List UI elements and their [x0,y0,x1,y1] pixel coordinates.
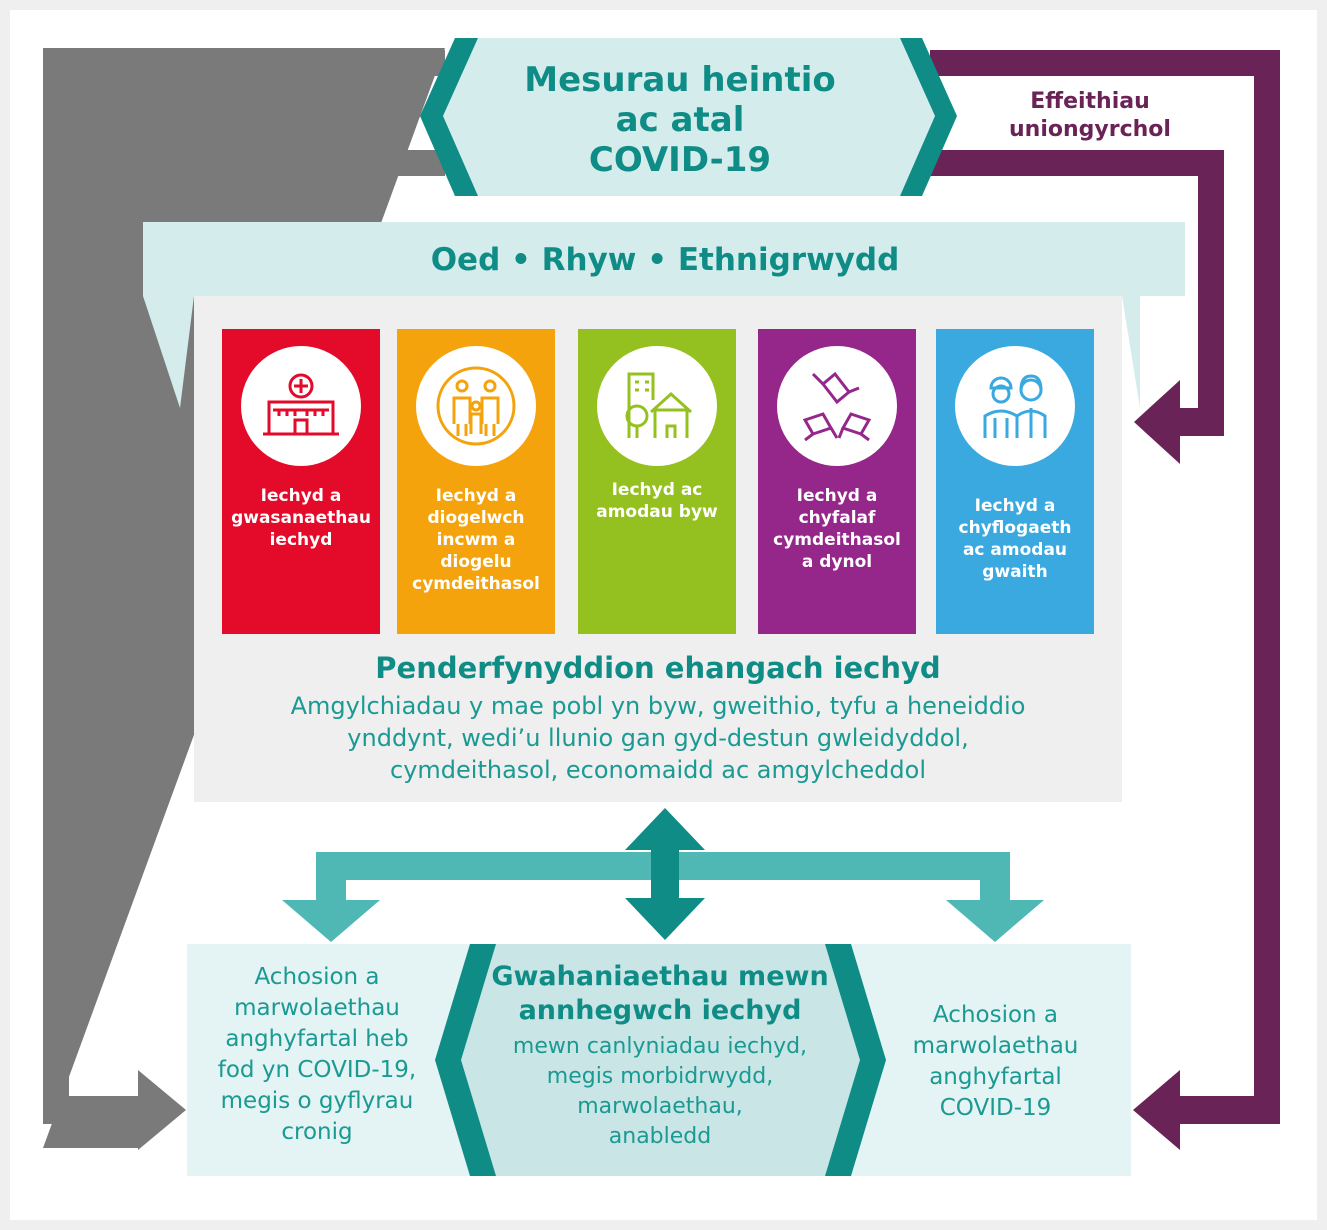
workers-icon [955,346,1075,466]
top-title-line: ac atal [615,100,745,140]
outcome-line: marwolaethau [912,1033,1079,1059]
top-box [435,38,935,196]
demographics-label: Oed • Rhyw • Ethnigrwydd [430,242,900,278]
outcome-line: marwolaethau [234,995,400,1021]
two-way-arrow [625,808,705,940]
bottom-right-bracket [825,944,886,1176]
outcome-line: Achosion a [932,1002,1059,1028]
card-label-line: chyflogaeth [958,518,1072,538]
indirect-effects-label: Effeithiau anuniongyrchol [120,88,380,144]
card-label-line: chyfalaf [798,508,876,528]
direct-effects-label: Effeithiau uniongyrchol [960,88,1220,144]
bottom-left-bracket [435,944,496,1176]
outcome-line: Achosion a [254,964,380,990]
title-line: annhegwch iechyd [518,995,802,1026]
card-label-line: incwm a [436,530,516,550]
direct-label-line: uniongyrchol [1009,117,1171,142]
card-label-line: a dynol [801,552,873,572]
wider-determinants-title: Penderfynyddion ehangach iechyd [375,651,941,685]
joined-hands-icon [777,346,897,466]
distribution-left-arrow [282,852,655,942]
card-living-conditions: Iechyd ac amodau byw [578,329,736,634]
direct-label-line: Effeithiau [1030,89,1150,114]
card-employment: Iechyd a chyflogaeth ac amodau gwaith [936,329,1094,634]
indirect-label-line: anuniongyrchol [153,117,347,142]
card-label-line: amodau byw [596,502,718,522]
card-label-line: gwaith [982,562,1048,582]
card-label-line: diogelu [440,552,512,572]
card-label-line: ac amodau [962,540,1068,560]
distribution-right-arrow [675,852,1044,942]
card-income-security: Iechyd a diogelwch incwm a diogelu cymde… [397,329,555,634]
direct-inner-path [930,150,1224,464]
card-label-line: cymdeithasol [412,574,540,594]
top-title-line: Mesurau heintio [524,60,836,100]
desc-line: megis morbidrwydd, [546,1064,774,1089]
description-line: ynddynt, wedi’u llunio gan gyd-destun gw… [347,724,969,752]
title-line: Gwahaniaethau mewn [491,961,829,992]
card-label-line: Iechyd a [974,496,1056,516]
hospital-icon [241,346,361,466]
card-label-line: iechyd [269,530,333,550]
bottom-center-box [455,944,865,1176]
description-line: cymdeithasol, economaidd ac amgylcheddol [390,756,926,784]
indirect-inner-path [97,150,445,464]
demographics-band [143,222,1185,408]
outcome-line: anghyfartal heb [225,1026,409,1052]
outcome-line: megis o gyflyrau [220,1088,414,1114]
indirect-label-line: Effeithiau [190,89,310,114]
card-label-line: Iechyd a [260,486,342,506]
top-box-left-bracket [420,38,478,196]
outcome-line: fod yn COVID-19, [217,1057,417,1083]
housing-icon [597,346,717,466]
outcome-line: anghyfartal [929,1064,1062,1090]
top-title-line: COVID-19 [588,140,772,180]
health-inequalities-title: Gwahaniaethau mewn annhegwch iechyd [470,960,850,1028]
family-icon [416,346,536,466]
card-label-line: Iechyd a [796,486,878,506]
desc-line: mewn canlyniadau iechyd, [512,1034,808,1059]
wider-determinants-description: Amgylchiadau y mae pobl yn byw, gweithio… [200,690,1116,786]
covid-outcomes: Achosion a marwolaethau anghyfartal COVI… [888,1000,1103,1124]
description-line: Amgylchiadau y mae pobl yn byw, gweithio… [290,692,1026,720]
card-social-capital: Iechyd a chyfalaf cymdeithasol a dynol [758,329,916,634]
outcome-line: cronig [281,1119,353,1145]
card-label-line: diogelwch [427,508,525,528]
desc-line: marwolaethau, [577,1094,743,1119]
card-label-line: Iechyd a [435,486,517,506]
card-health-services: Iechyd a gwasanaethau iechyd [222,329,380,634]
card-label-line: gwasanaethau [231,508,371,528]
top-box-right-bracket [900,38,957,196]
health-inequalities-description: mewn canlyniadau iechyd, megis morbidrwy… [470,1032,850,1152]
card-label-line: Iechyd ac [611,480,703,500]
outcome-line: COVID-19 [939,1095,1052,1121]
non-covid-outcomes: Achosion a marwolaethau anghyfartal heb … [192,962,442,1148]
card-label-line: cymdeithasol [773,530,901,550]
top-box-title: Mesurau heintio ac atal COVID-19 [470,60,890,180]
desc-line: anabledd [608,1124,712,1149]
